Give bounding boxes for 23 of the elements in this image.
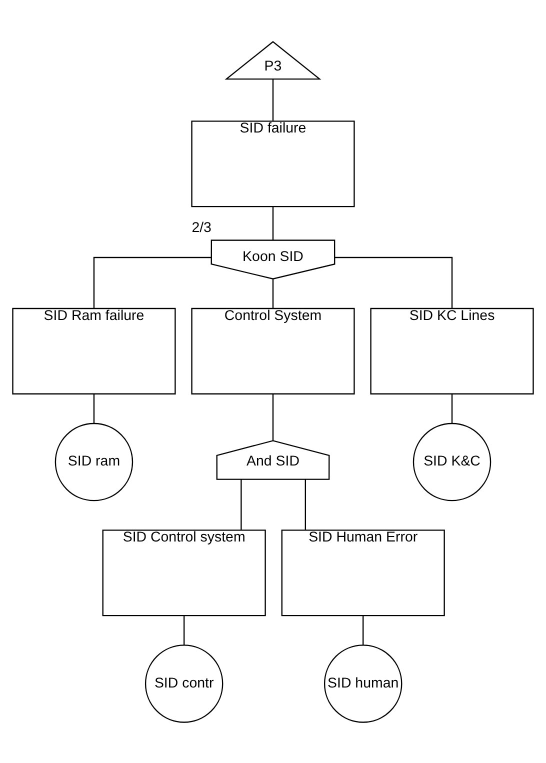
connector (272, 78, 274, 120)
node-circle: SID ram (54, 422, 134, 501)
node-circle: SID contr (144, 644, 224, 722)
connector (272, 278, 274, 308)
node-box: SID Ram failure (12, 307, 176, 394)
connector (93, 394, 95, 423)
connector (334, 256, 453, 308)
connector (451, 394, 453, 423)
node-box: SID failure (191, 120, 355, 207)
node-circle: SID human (324, 644, 402, 722)
node-box: SID KC Lines (370, 307, 534, 394)
node-box: SID Human Error (281, 529, 445, 616)
connector (93, 256, 212, 308)
connector (272, 206, 274, 240)
connector (183, 615, 185, 644)
connector (362, 615, 364, 644)
node-label: 2/3 (192, 220, 212, 236)
connector (304, 478, 306, 530)
node-box: Control System (191, 307, 355, 394)
connector (272, 394, 274, 440)
connector (240, 478, 242, 530)
node-box: SID Control system (102, 529, 266, 616)
node-circle: SID K&C (412, 422, 492, 501)
